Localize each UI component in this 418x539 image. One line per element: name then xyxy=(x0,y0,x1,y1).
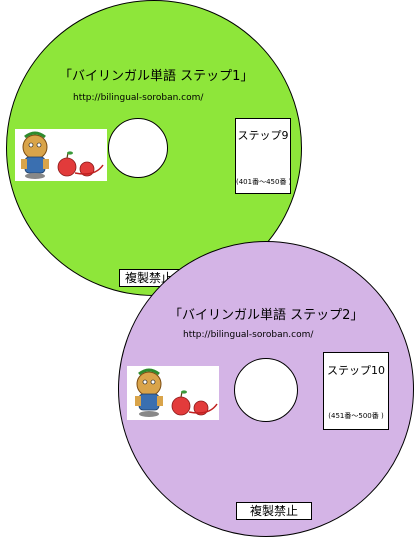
disc-artwork xyxy=(15,129,107,181)
step-range: (401番〜450番 ) xyxy=(236,178,292,186)
character-illustration-icon xyxy=(21,131,104,179)
disc-url: http://bilingual-soroban.com/ xyxy=(183,330,314,340)
copy-prohibited-label: 複製禁止 xyxy=(236,502,312,520)
step-range: (451番〜500番 ) xyxy=(328,412,384,420)
center-hole xyxy=(108,118,168,178)
step-label: ステップ9 xyxy=(237,129,289,142)
cd-disc-step-2: 「バイリンガル単語 ステップ2」 http://bilingual-soroba… xyxy=(118,241,414,537)
disc-artwork xyxy=(127,366,219,420)
disc-title: 「バイリンガル単語 ステップ2」 xyxy=(169,308,364,323)
step-label-box: ステップ9 (401番〜450番 ) xyxy=(235,118,291,194)
disc-url: http://bilingual-soroban.com/ xyxy=(73,93,204,103)
center-hole xyxy=(234,358,298,422)
step-label: ステップ10 xyxy=(327,364,385,377)
disc-title: 「バイリンガル単語 ステップ1」 xyxy=(59,69,254,84)
cd-disc-step-1: 「バイリンガル単語 ステップ1」 http://bilingual-soroba… xyxy=(6,0,302,296)
step-label-box: ステップ10 (451番〜500番 ) xyxy=(323,352,389,430)
character-illustration-icon xyxy=(135,368,218,417)
apple-icon xyxy=(57,151,104,177)
apple-icon xyxy=(171,390,218,416)
